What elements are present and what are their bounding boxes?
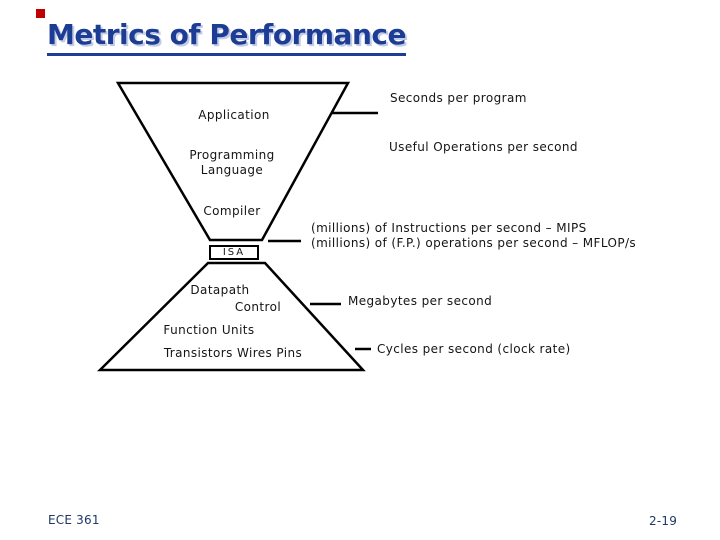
metric-mips-mflops: (millions) of Instructions per second – … [311,221,637,250]
funnel-lower-trapezoid [96,261,366,372]
metric-cycles-per-second: Cycles per second (clock rate) [377,342,571,356]
layer-function-units: Function Units [163,323,255,337]
layer-control: Control [234,300,282,314]
metric-seconds-per-program: Seconds per program [390,91,527,105]
slide-title: Metrics of Performance [47,18,406,56]
funnel-upper-trapezoid [115,81,351,242]
footer-page-number: 2-19 [649,514,678,528]
layer-compiler: Compiler [203,204,261,218]
metric-useful-operations: Useful Operations per second [389,140,578,154]
metric-megabytes-per-second: Megabytes per second [348,294,493,308]
layer-datapath: Datapath [190,283,250,297]
red-square-decoration [36,9,45,18]
layer-isa-label: ISA [222,247,246,258]
footer-course-label: ECE 361 [48,513,100,527]
layer-transistors-wires-pins: Transistors Wires Pins [163,346,303,360]
layer-application: Application [198,108,270,122]
layer-isa-box: ISA [209,245,259,260]
layer-programming-language: Programming Language [189,148,275,177]
